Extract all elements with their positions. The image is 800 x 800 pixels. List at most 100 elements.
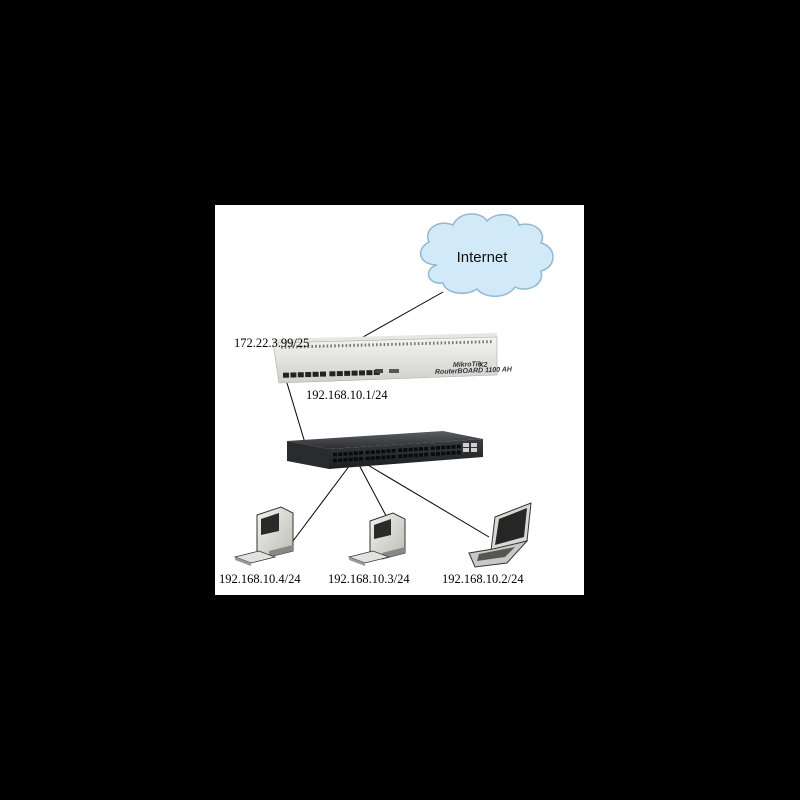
router-console-port [375, 369, 383, 373]
switch-port [430, 452, 435, 456]
switch-port [451, 445, 456, 449]
switch-host-left-link [292, 460, 354, 542]
vent-slot [326, 344, 329, 348]
switch-port [403, 454, 408, 458]
switch-port [441, 445, 446, 450]
vent-slot [471, 340, 473, 344]
vent-slot [436, 341, 439, 345]
switch-port [446, 445, 451, 449]
switch-port [359, 451, 363, 455]
router-ethernet-port [290, 372, 297, 378]
vent-slot [315, 344, 317, 348]
switch-port [376, 455, 380, 460]
router-brand-label: MikroTik [453, 361, 483, 369]
switch-port [381, 449, 386, 454]
vent-slot [330, 344, 332, 348]
vent-slot [292, 345, 294, 349]
vent-slot [391, 342, 393, 346]
vent-slot [322, 344, 325, 348]
router-ethernet-port [344, 370, 351, 376]
vent-slot [406, 342, 408, 346]
vent-slot [402, 342, 405, 346]
router-ports [283, 369, 399, 378]
switch-port [456, 444, 461, 449]
switch-port [333, 458, 337, 463]
vent-slot [395, 342, 397, 346]
vent-slot [360, 343, 363, 347]
vent-slot [311, 344, 313, 348]
switch-port [430, 446, 435, 450]
switch-port [446, 451, 451, 455]
router-ethernet-port [305, 372, 312, 378]
vent-slot [379, 343, 382, 347]
laptop [468, 502, 532, 568]
vent-slot [398, 342, 401, 346]
router-device: RouterBOARD 1100 AH MikroTik X2 [272, 333, 513, 384]
vent-slot [281, 345, 283, 349]
switch-port [436, 446, 440, 450]
router-ethernet-port [320, 371, 326, 377]
vent-slot [410, 342, 412, 346]
router-wan-ip-label: 172.22.3.99/25 [234, 336, 310, 350]
switch-port [408, 453, 413, 458]
switch-port [424, 446, 429, 451]
switch-device [287, 431, 483, 469]
router-ethernet-port [329, 371, 336, 377]
switch-uplink-port [463, 448, 469, 452]
switch-port [338, 452, 343, 457]
internet-cloud: Internet [419, 213, 554, 297]
switch-port [424, 452, 429, 457]
vent-slot [490, 340, 492, 344]
switch-port [376, 449, 380, 454]
switch-port [348, 457, 353, 462]
switch-port [398, 448, 403, 453]
vent-slot [448, 341, 450, 345]
switch-port [359, 457, 363, 461]
router-ethernet-port [359, 370, 365, 376]
switch-port [381, 455, 386, 460]
switch-port [370, 450, 375, 454]
vent-slot [376, 343, 378, 347]
vent-slot [474, 340, 477, 344]
switch-port [413, 453, 418, 458]
router-vent-grille [281, 340, 492, 349]
vent-slot [417, 342, 420, 346]
switch-port [391, 448, 396, 453]
network-diagram: Internet RouterBOARD 1100 AH MikroTik X2 [233, 213, 554, 568]
switch-port [365, 450, 370, 455]
vent-slot [353, 343, 355, 347]
switch-port [398, 454, 403, 459]
vent-slot [414, 342, 416, 346]
diagram-canvas: Internet RouterBOARD 1100 AH MikroTik X2 [215, 205, 584, 595]
switch-port [353, 457, 358, 461]
vent-slot [296, 345, 298, 349]
vent-slot [338, 344, 340, 348]
router-ethernet-port [366, 370, 373, 376]
vent-slot [387, 342, 389, 346]
internet-label: Internet [457, 249, 509, 266]
vent-slot [334, 344, 336, 348]
vent-slot [303, 345, 306, 349]
host-ip-label: 192.168.10.2/24 [442, 572, 524, 586]
switch-uplink-port [471, 448, 477, 452]
desktop-middle [347, 512, 406, 566]
switch-port [391, 454, 396, 459]
switch-port [403, 448, 408, 452]
vent-slot [452, 341, 454, 345]
switch-port [386, 455, 391, 459]
host-ip-label: 192.168.10.3/24 [328, 572, 410, 586]
vent-slot [421, 341, 424, 345]
router-ethernet-port [283, 372, 289, 378]
switch-port [353, 451, 358, 455]
vent-slot [345, 344, 348, 348]
switch-port [343, 452, 348, 456]
router-lan-ip-label: 192.168.10.1/24 [306, 388, 388, 402]
vent-slot [349, 343, 351, 347]
switch-port [370, 456, 375, 460]
vent-slot [444, 341, 446, 345]
desktop-left [233, 506, 294, 566]
router-ethernet-port [297, 372, 304, 378]
vent-slot [486, 340, 488, 344]
vent-slot [357, 343, 359, 347]
vent-slot [372, 343, 374, 347]
